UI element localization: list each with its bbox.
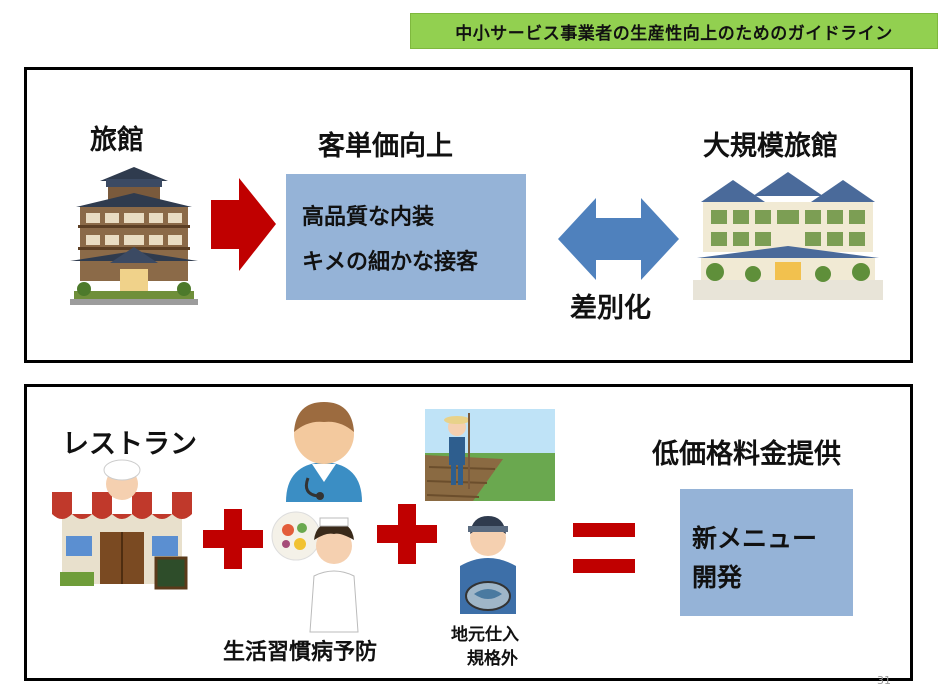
ryokan-label: 旅館 <box>90 125 144 156</box>
quality-line-interior: 高品質な内装 <box>302 205 435 230</box>
local-sourcing-label: 地元仕入 <box>451 625 519 645</box>
equals-icon <box>573 523 635 573</box>
unit-price-label: 客単価向上 <box>318 131 453 162</box>
new-menu-line-1: 新メニュー <box>692 524 818 553</box>
irregular-produce-label: 規格外 <box>467 649 518 669</box>
large-ryokan-label: 大規模旅館 <box>703 131 838 162</box>
guideline-banner: 中小サービス事業者の生産性向上のためのガイドライン <box>410 13 938 49</box>
double-arrow-icon <box>558 198 679 280</box>
ryokan-building-icon <box>70 167 198 305</box>
differentiation-label: 差別化 <box>570 293 651 324</box>
restaurant-chef-icon <box>52 459 192 590</box>
restaurant-label: レストラン <box>62 429 197 460</box>
large-ryokan-icon <box>693 172 883 300</box>
health-label: 生活習慣病予防 <box>223 640 378 665</box>
new-menu-line-2: 開発 <box>692 563 743 592</box>
new-menu-box <box>680 489 853 616</box>
plus-icon <box>203 509 263 569</box>
quality-box <box>286 174 526 300</box>
quality-line-service: キメの細かな接客 <box>302 250 479 275</box>
low-price-label: 低価格料金提供 <box>652 439 841 470</box>
red-arrow-icon <box>211 178 276 271</box>
farmer-field-icon <box>425 409 555 501</box>
nutritionist-icon <box>271 511 359 633</box>
page-number: 31 <box>877 674 891 687</box>
plus-icon <box>377 504 437 564</box>
doctor-icon <box>286 402 362 502</box>
fisherman-icon <box>460 516 516 614</box>
